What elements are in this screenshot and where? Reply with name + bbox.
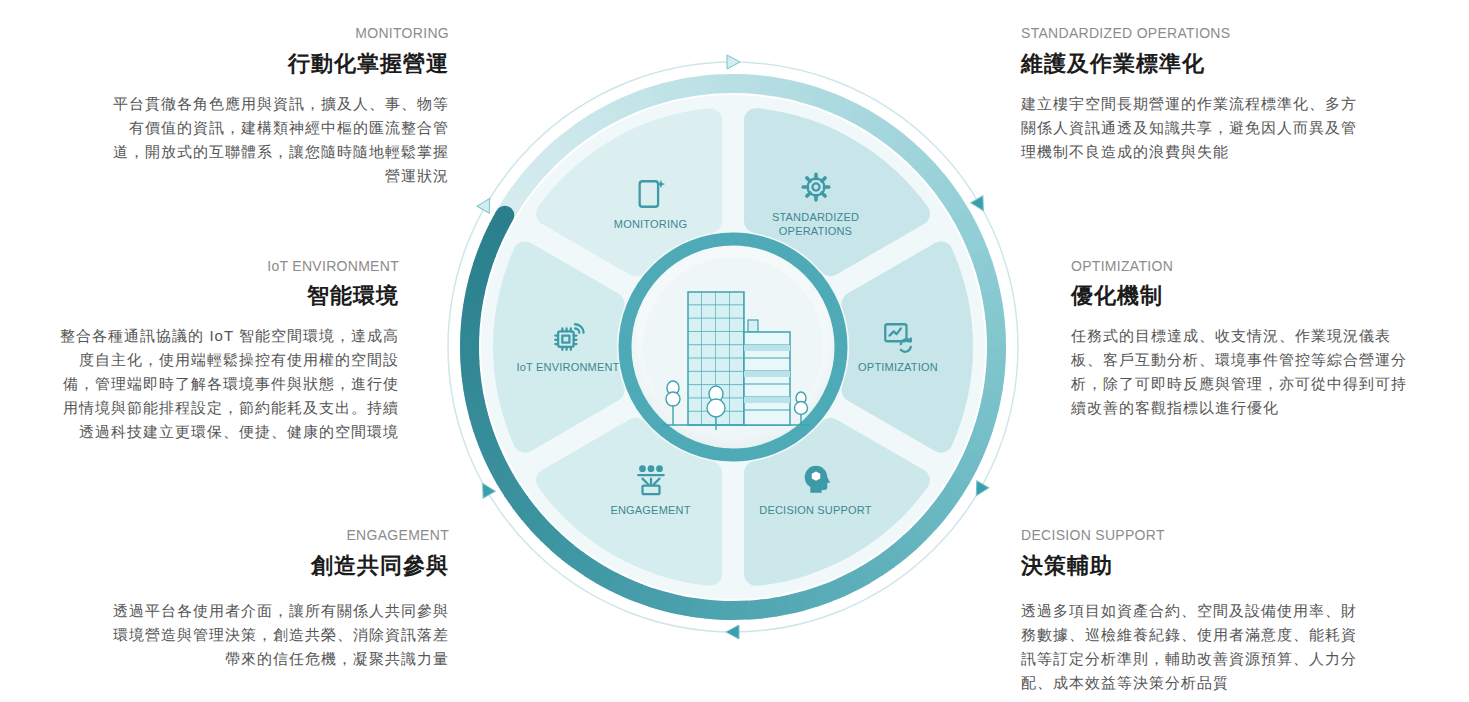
section-body: 建立樓宇空間長期營運的作業流程標準化、多方關係人資訊通透及知識共享，避免因人而異… <box>1021 92 1363 164</box>
section-eyebrow: IoT ENVIRONMENT <box>79 257 399 275</box>
ring-segment <box>732 74 747 93</box>
flow-arrowhead <box>971 196 990 214</box>
sector-icon <box>799 463 833 497</box>
sector-node: OPTIMIZATION <box>833 320 963 374</box>
ring-segment <box>987 346 1006 361</box>
ring-segment <box>745 74 761 94</box>
band <box>744 371 790 377</box>
flow-arrowhead <box>477 195 496 213</box>
sector-label: STANDARDIZED OPERATIONS <box>751 210 881 238</box>
ring-segment <box>733 601 748 620</box>
band <box>744 345 790 351</box>
section-eyebrow: OPTIMIZATION <box>1071 257 1391 275</box>
section-body: 整合各種通訊協議的 IoT 智能空間環境，達成高度自主化，使用端輕鬆操控有使用權… <box>57 324 399 444</box>
section-heading: 優化機制 <box>1071 282 1391 310</box>
ring-segment <box>704 600 720 620</box>
trees <box>666 381 808 430</box>
ring-segment <box>460 333 479 348</box>
ring-segment <box>719 601 734 620</box>
sector-label: IoT ENVIRONMENT <box>503 360 633 374</box>
flow-arrowhead <box>970 481 989 499</box>
section-eyebrow: STANDARDIZED OPERATIONS <box>1021 24 1341 42</box>
sector-icon <box>634 463 668 497</box>
band <box>744 397 790 403</box>
section-eyebrow: MONITORING <box>129 24 449 42</box>
sectors <box>493 108 973 586</box>
section-heading: 創造共同參與 <box>129 552 449 580</box>
ring-cap <box>495 206 514 225</box>
flow-arrowhead <box>727 55 740 69</box>
sector-icon <box>634 177 668 211</box>
section-body: 平台貫徹各角色應用與資訊，擴及人、事、物等有價值的資訊，建構類神經中樞的匯流整合… <box>107 92 449 188</box>
sector-node: ENGAGEMENT <box>586 463 716 517</box>
flow-arrows <box>477 55 990 639</box>
sector-node: STANDARDIZED OPERATIONS <box>751 170 881 238</box>
section-body: 透過多項目如資產合約、空間及設備使用率、財務數據、巡檢維養紀錄、使用者滿意度、能… <box>1021 599 1363 695</box>
sector-label: ENGAGEMENT <box>586 503 716 517</box>
sector-node: MONITORING <box>586 177 716 231</box>
section-heading: 行動化掌握營運 <box>129 50 449 78</box>
section-eyebrow: DECISION SUPPORT <box>1021 526 1341 544</box>
center-hub <box>625 239 841 455</box>
side-building <box>744 332 790 425</box>
sector-label: MONITORING <box>586 217 716 231</box>
section-heading: 決策輔助 <box>1021 552 1341 580</box>
section-body: 任務式的目標達成、收支情況、作業現況儀表板、客戶互動分析、環境事件管控等綜合營運… <box>1071 324 1413 420</box>
flow-arrowhead <box>477 480 496 498</box>
section-heading: 維護及作業標準化 <box>1021 50 1341 78</box>
ring-segment <box>986 359 1006 375</box>
sector-label: DECISION SUPPORT <box>751 503 881 517</box>
sector-shape <box>842 241 973 452</box>
ring-segment <box>460 347 479 362</box>
roof-box <box>748 320 758 332</box>
tower <box>688 292 744 425</box>
ring-segment <box>460 318 480 334</box>
sector-label: OPTIMIZATION <box>833 360 963 374</box>
ring-segment <box>987 332 1006 347</box>
outer-ring <box>448 62 1018 632</box>
hub-ring <box>625 239 841 455</box>
sector-icon <box>881 320 915 354</box>
ring-segment <box>718 74 733 93</box>
section-heading: 智能環境 <box>79 282 399 310</box>
progress-ring <box>460 74 1006 620</box>
sector-icon <box>551 320 585 354</box>
section-eyebrow: ENGAGEMENT <box>129 526 449 544</box>
sector-node: IoT ENVIRONMENT <box>503 320 633 374</box>
sector-icon <box>799 170 833 204</box>
inner-ground <box>481 95 985 599</box>
floor-bands <box>744 345 790 410</box>
section-body: 透過平台各使用者介面，讓所有關係人共同參與環境營造與管理決策，創造共榮、消除資訊… <box>107 599 449 671</box>
flow-arrowhead <box>726 625 739 639</box>
sector-shape <box>493 241 624 452</box>
sector-node: DECISION SUPPORT <box>751 463 881 517</box>
hub-disc <box>643 257 823 437</box>
